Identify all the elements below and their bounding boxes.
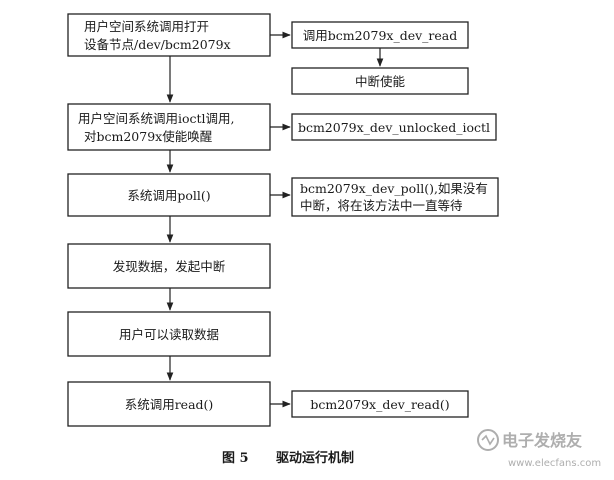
node-dev-poll-line-2: 中断，将在该方法中一直等待	[300, 198, 463, 213]
node-ioctl-call-line-2: 对bcm2079x使能唤醒	[84, 129, 213, 144]
node-dev-read-2: bcm2079x_dev_read()	[291, 390, 469, 418]
node-open-device-line-1: 用户空间系统调用打开	[84, 19, 209, 34]
watermark-logo-icon	[477, 429, 499, 451]
node-irq-enable: 中断使能	[291, 67, 469, 95]
node-dev-poll: bcm2079x_dev_poll(),如果没有 中断，将在该方法中一直等待	[291, 177, 499, 217]
node-open-device-line-2: 设备节点/dev/bcm2079x	[84, 37, 231, 52]
node-open-device: 用户空间系统调用打开 设备节点/dev/bcm2079x	[67, 13, 271, 57]
node-dev-poll-line-1: bcm2079x_dev_poll(),如果没有	[300, 181, 488, 196]
node-user-read: 用户可以读取数据	[67, 311, 271, 357]
node-irq-enable-label: 中断使能	[355, 74, 406, 89]
watermark-brand: 电子发烧友	[502, 431, 583, 450]
figure-number: 图 5	[222, 451, 249, 466]
node-dev-read-1-label: 调用bcm2079x_dev_read	[303, 28, 458, 43]
node-data-irq-label: 发现数据，发起中断	[113, 259, 226, 274]
node-user-read-label: 用户可以读取数据	[119, 327, 219, 342]
node-poll-call-label: 系统调用poll()	[127, 188, 210, 203]
watermark-url: www.elecfans.com	[508, 458, 601, 469]
node-ioctl-call-line-1: 用户空间系统调用ioctl调用,	[78, 111, 235, 126]
node-unlocked-ioctl-label: bcm2079x_dev_unlocked_ioctl	[298, 120, 490, 135]
figure-title: 驱动运行机制	[276, 450, 354, 466]
node-read-call: 系统调用read()	[67, 381, 271, 427]
node-read-call-label: 系统调用read()	[125, 397, 214, 412]
watermark: 电子发烧友 www.elecfans.com	[477, 429, 601, 469]
node-data-irq: 发现数据，发起中断	[67, 243, 271, 289]
node-dev-read-2-label: bcm2079x_dev_read()	[310, 397, 449, 412]
node-poll-call: 系统调用poll()	[67, 173, 271, 217]
node-dev-read-1: 调用bcm2079x_dev_read	[291, 21, 469, 49]
figure-caption: 图 5 驱动运行机制	[222, 450, 354, 466]
node-ioctl-call: 用户空间系统调用ioctl调用, 对bcm2079x使能唤醒	[67, 103, 271, 151]
node-unlocked-ioctl: bcm2079x_dev_unlocked_ioctl	[291, 113, 497, 141]
